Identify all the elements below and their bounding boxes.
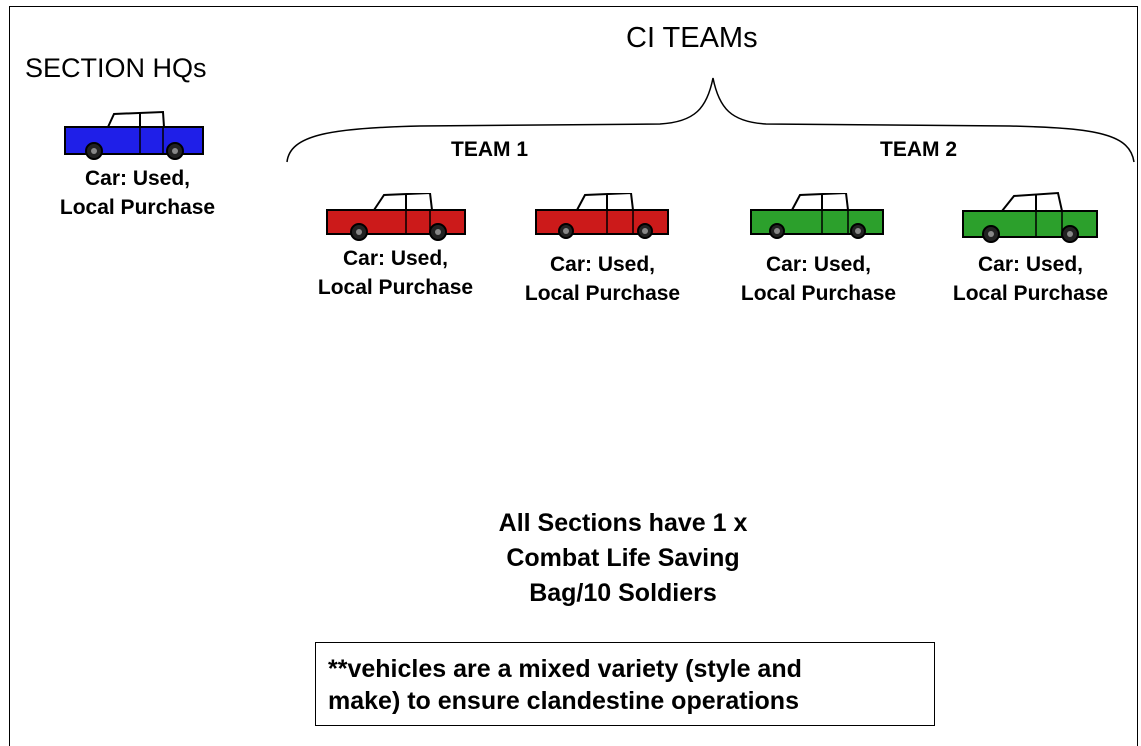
car-label-line2: Local Purchase (952, 282, 1109, 305)
note-line: All Sections have 1 x (498, 509, 748, 537)
team-1-car-2-label: Car: Used, Local Purchase (505, 250, 700, 308)
car-label-line1: Car: Used, (977, 253, 1084, 276)
team-2-car-1-icon (750, 193, 884, 239)
team-2-car-2-label: Car: Used, Local Purchase (933, 250, 1128, 308)
car-label-line2: Local Purchase (317, 276, 474, 299)
team-1-car-2-icon (535, 193, 669, 239)
team-1-label: TEAM 1 (451, 138, 529, 161)
team-2-car-2-icon (962, 191, 1098, 243)
team-1-car-1-label: Car: Used, Local Purchase (298, 244, 493, 302)
car-label-line2: Local Purchase (59, 196, 216, 219)
ci-teams-title: CI TEAMs (626, 22, 758, 54)
diagram-frame (9, 6, 1138, 746)
note-line: Combat Life Saving (506, 544, 740, 572)
car-label-line2: Local Purchase (524, 282, 681, 305)
section-hq-heading: SECTION HQs (25, 53, 207, 83)
note-line: Bag/10 Soldiers (529, 579, 717, 607)
footnote-line: make) to ensure clandestine operations (328, 687, 799, 715)
section-hq-car-icon (64, 110, 204, 160)
footnote-line: **vehicles are a mixed variety (style an… (328, 655, 802, 683)
car-label-line1: Car: Used, (549, 253, 656, 276)
car-label-line2: Local Purchase (740, 282, 897, 305)
team-2-car-1-label: Car: Used, Local Purchase (721, 250, 916, 308)
team-2-label: TEAM 2 (880, 138, 958, 161)
team-1-car-1-icon (326, 193, 466, 241)
car-label-line1: Car: Used, (342, 247, 449, 270)
car-label-line1: Car: Used, (84, 167, 191, 190)
car-label-line1: Car: Used, (765, 253, 872, 276)
footnote-box: **vehicles are a mixed variety (style an… (315, 642, 935, 726)
section-hq-car-label: Car: Used, Local Purchase (40, 164, 235, 222)
clb-note: All Sections have 1 x Combat Life Saving… (423, 506, 823, 611)
